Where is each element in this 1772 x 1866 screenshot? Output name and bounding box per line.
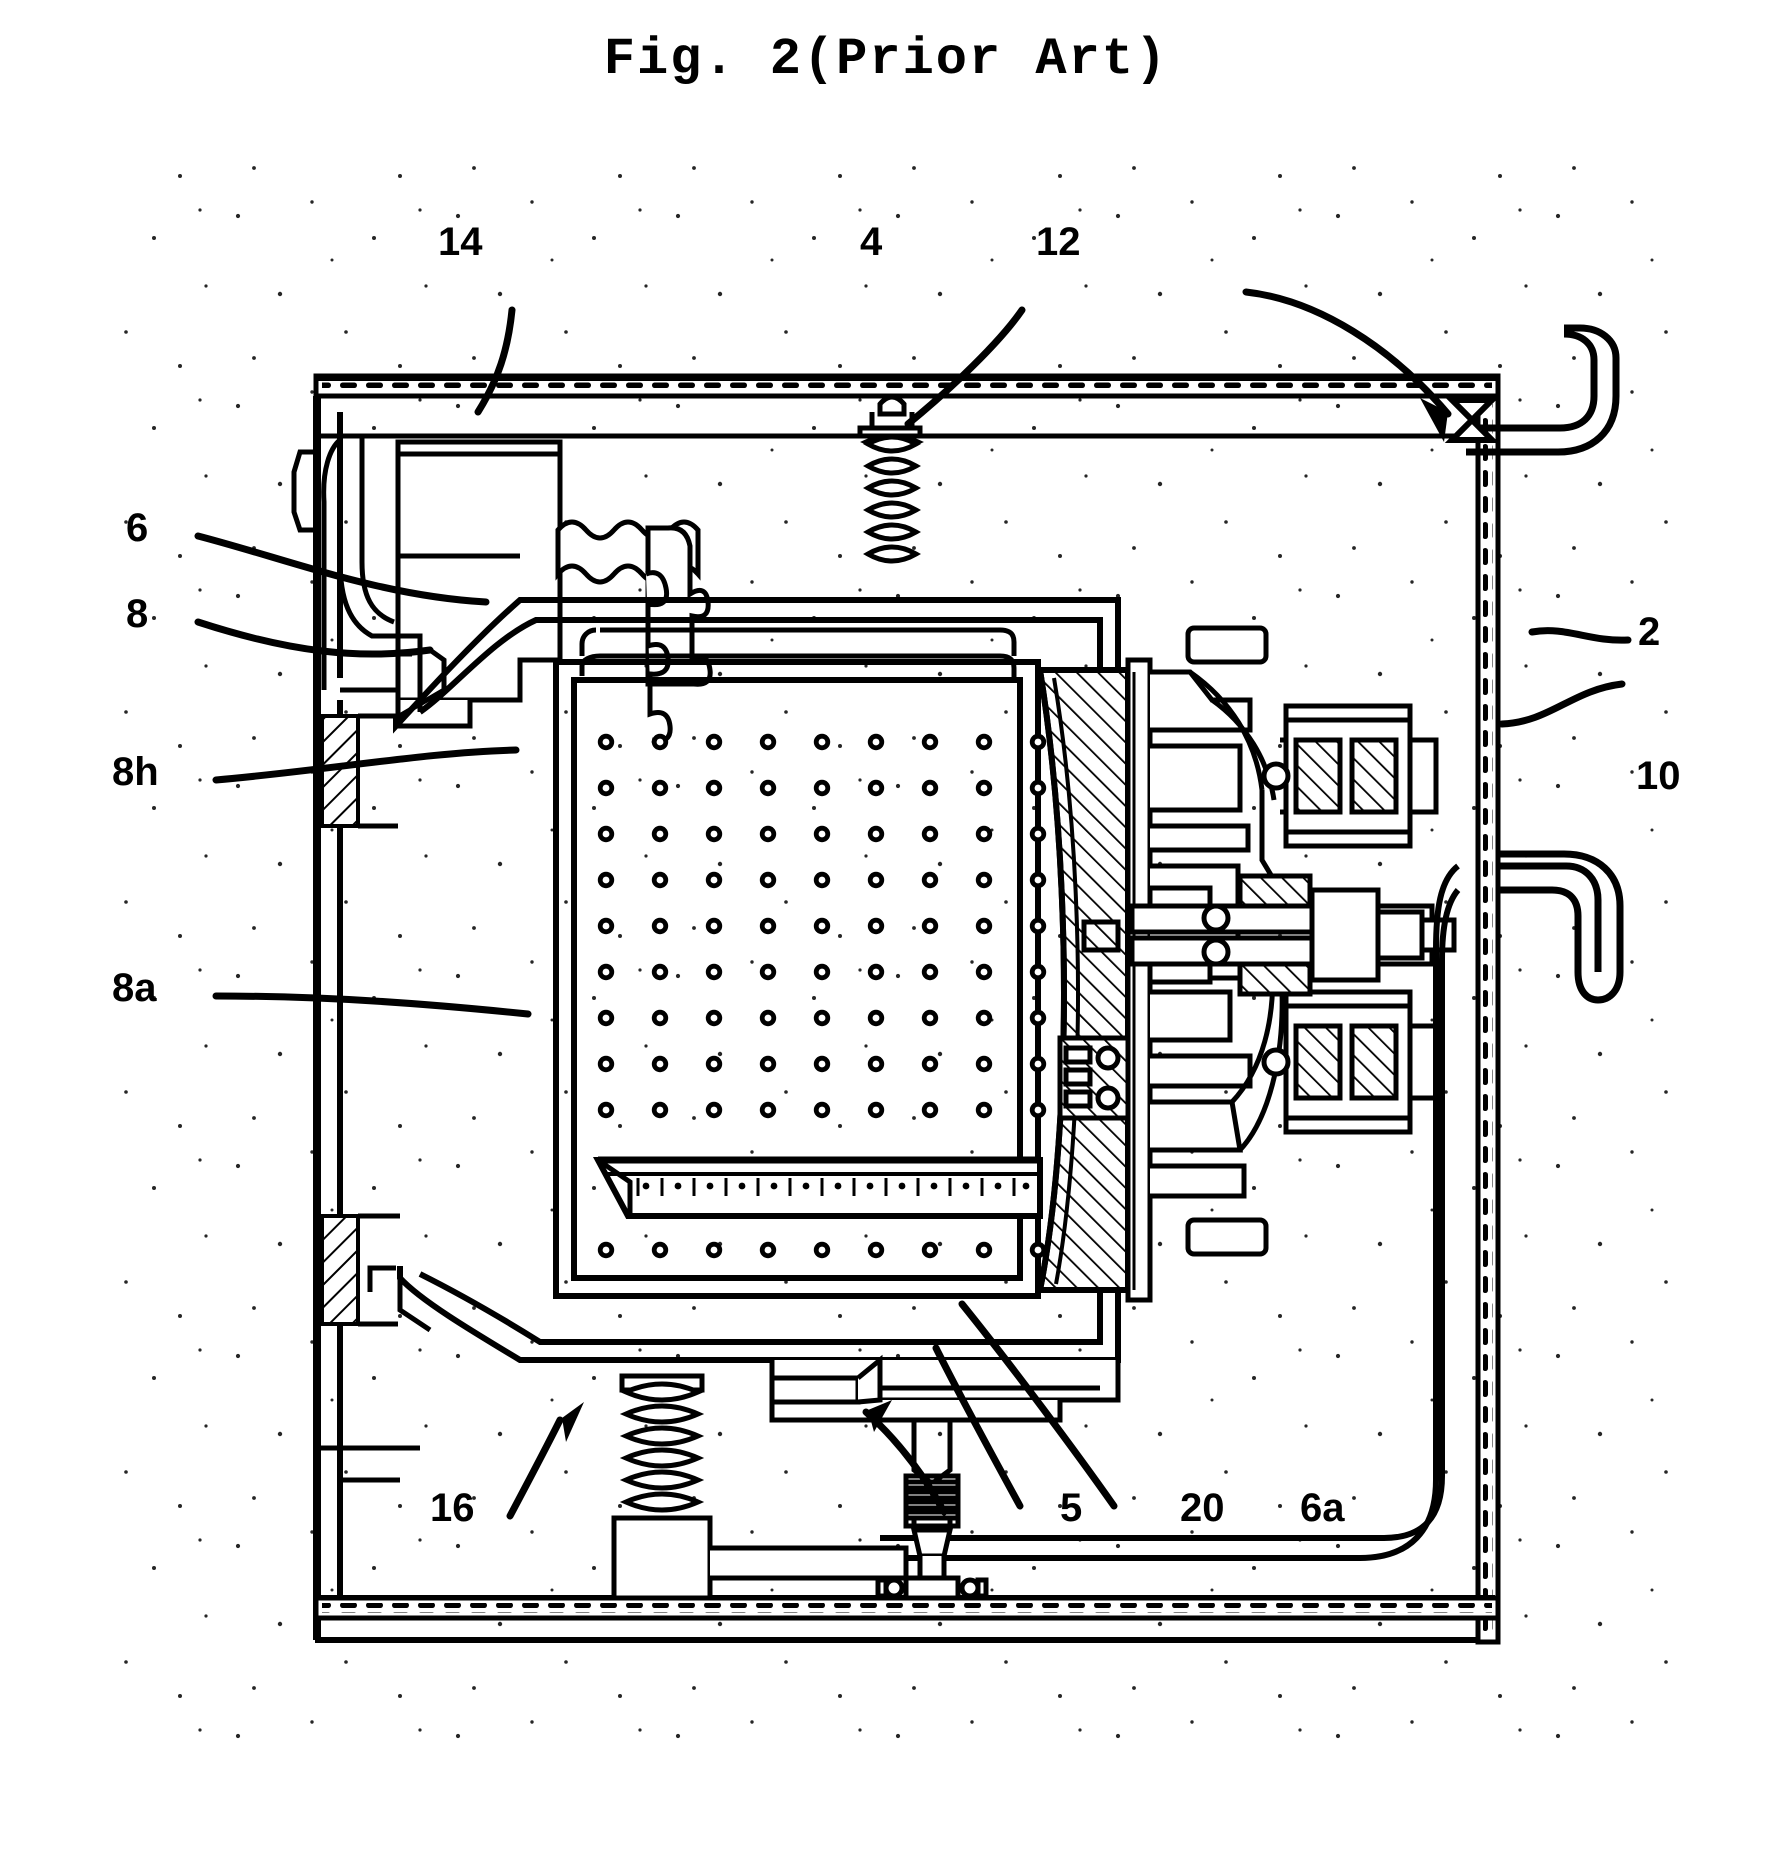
ref-numeral-2: 2 [1638, 610, 1661, 654]
drive-shaft-assembly [1081, 873, 1457, 997]
tub-rear-wall-hatched [1036, 667, 1131, 1293]
leader-6a [958, 1300, 1118, 1510]
ref-numeral-8a: 8a [112, 966, 157, 1010]
ref-numeral-6a: 6a [1300, 1486, 1345, 1530]
drum-front-ring [579, 627, 1017, 678]
water-supply-hose [1466, 324, 1620, 456]
ref-numeral-16: 16 [430, 1486, 475, 1530]
leader-6 [194, 532, 490, 606]
motor-upper [1261, 703, 1439, 849]
ref-numeral-5: 5 [1060, 1486, 1083, 1530]
tub-front-seal [320, 713, 400, 1327]
leader-12 [1242, 288, 1452, 418]
leader-16 [506, 1416, 564, 1520]
ref-numeral-14: 14 [438, 220, 483, 264]
leader-8 [194, 618, 434, 658]
ref-numeral-12: 12 [1036, 220, 1081, 264]
dispenser-frame [337, 436, 420, 639]
drain-hose-hook [1498, 850, 1624, 1004]
leader-8a [212, 992, 532, 1018]
motor-lower [1261, 989, 1439, 1135]
leader-arrowheads [562, 398, 1448, 1442]
drum-lifter-baffle [592, 1156, 1043, 1219]
leader-20 [932, 1344, 1024, 1510]
cabinet-bottom-panel [313, 1595, 1501, 1621]
lower-damper-spring [611, 1373, 909, 1601]
figure-title: Fig. 2(Prior Art) [603, 30, 1169, 89]
ref-numeral-8: 8 [126, 592, 149, 636]
ref-numeral-6: 6 [126, 506, 149, 550]
leader-14 [474, 306, 516, 416]
ref-numeral-8h: 8h [112, 750, 159, 794]
ref-numeral-4: 4 [860, 220, 883, 264]
tub-rear-tabs [1185, 625, 1269, 1257]
drain-hose-internal [880, 863, 1461, 1561]
drum [553, 659, 1041, 1299]
tub-bottom-drain-port [769, 1354, 1121, 1423]
ref-numeral-10: 10 [1636, 754, 1681, 798]
leader-lines [194, 288, 1632, 1520]
leader-2 [1528, 627, 1632, 644]
cabinet-rear-wall [1475, 393, 1501, 1645]
leader-4 [904, 306, 1026, 428]
inlet-valve-symbol [1444, 397, 1500, 443]
leader-10 [1498, 680, 1626, 728]
leader-8h [212, 746, 520, 784]
lifter-perforations [642, 1182, 1030, 1190]
drain-valve [875, 1420, 989, 1601]
ref-numeral-20: 20 [1180, 1486, 1225, 1530]
detergent-dispenser-box [395, 439, 563, 729]
drum-spider-hub [1057, 1035, 1135, 1121]
upper-suspension-spring [857, 394, 924, 564]
